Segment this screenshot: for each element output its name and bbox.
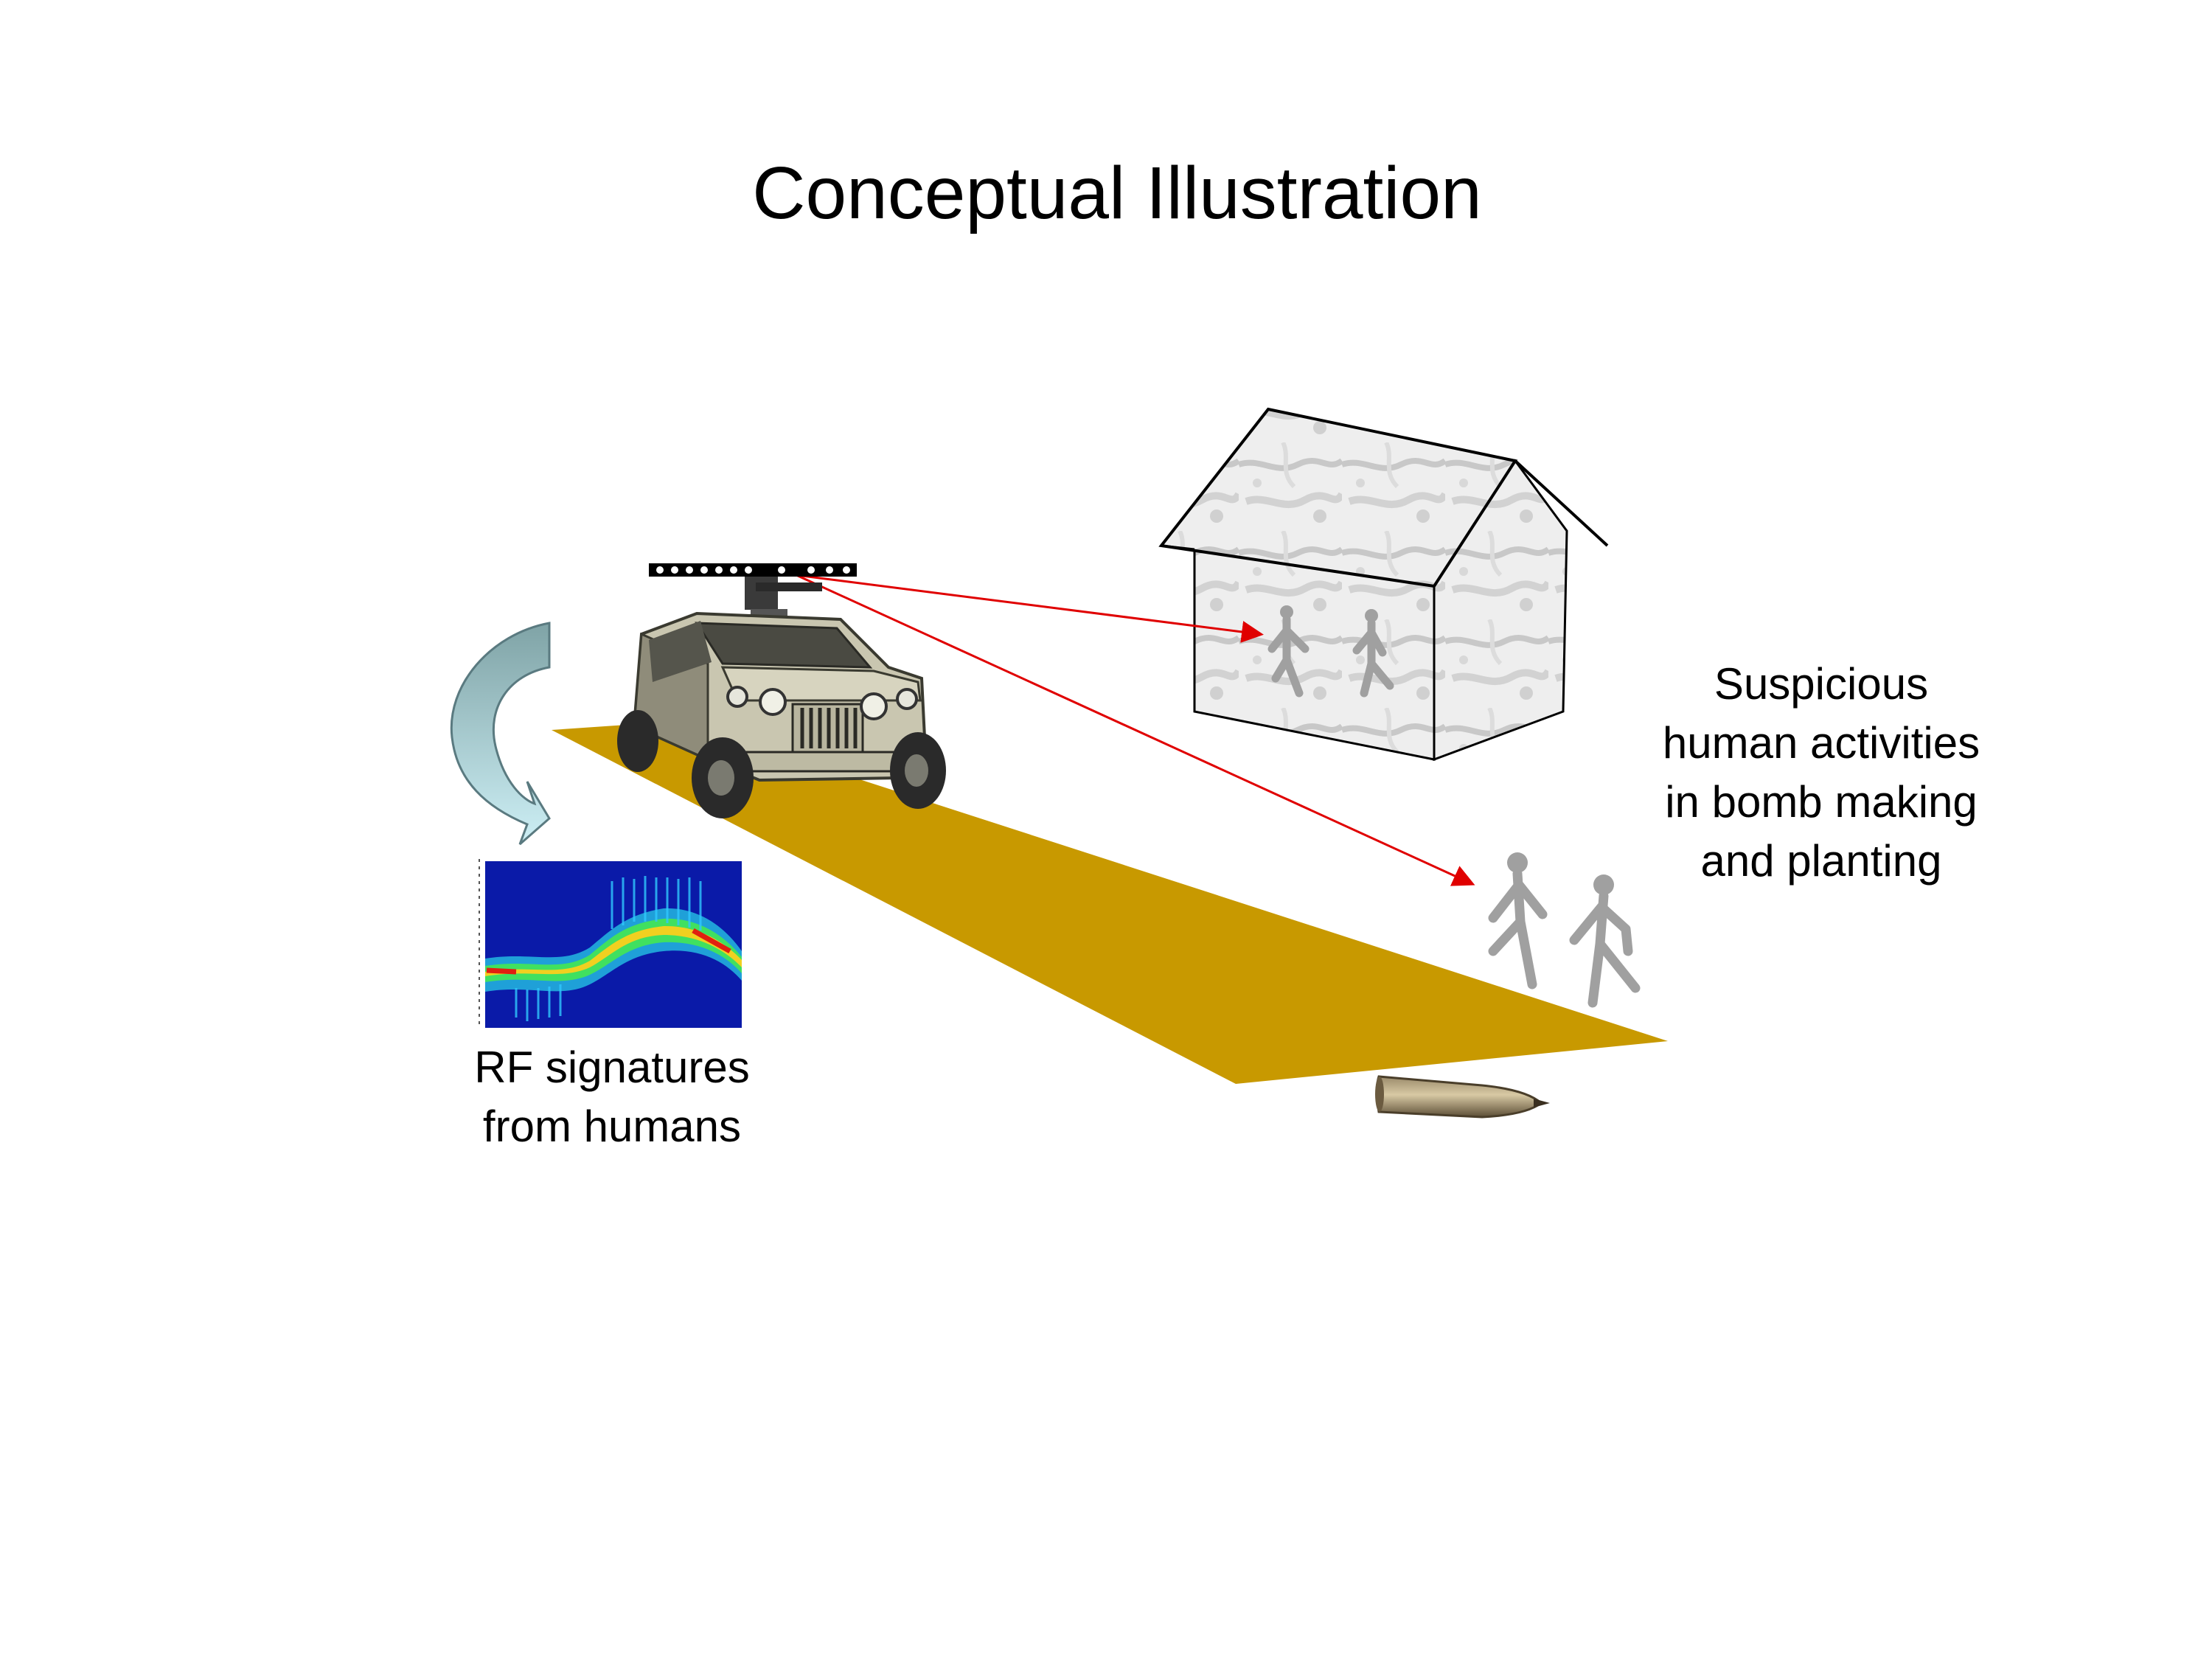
stick-figure-icon [1569,874,1641,1008]
page-title: Conceptual Illustration [752,152,1482,234]
stick-figure-icon [1267,605,1310,698]
artillery-shell-icon [1375,1075,1550,1119]
curved-arrow-icon [450,622,551,846]
road [552,721,1668,1084]
house-icon [1158,407,1609,762]
spectrogram-icon [479,859,742,1029]
stick-figure-icon [1352,609,1394,698]
humvee-icon [617,563,946,818]
radar-beam-road [796,574,1475,886]
suspicious-activities-caption: Suspicious human activities in bomb maki… [1662,659,1980,886]
stick-figure-icon [1488,852,1548,990]
radar-beam-house [796,574,1264,643]
radar-antenna-icon [649,563,857,577]
rf-signatures-caption: RF signatures from humans [474,1043,750,1151]
